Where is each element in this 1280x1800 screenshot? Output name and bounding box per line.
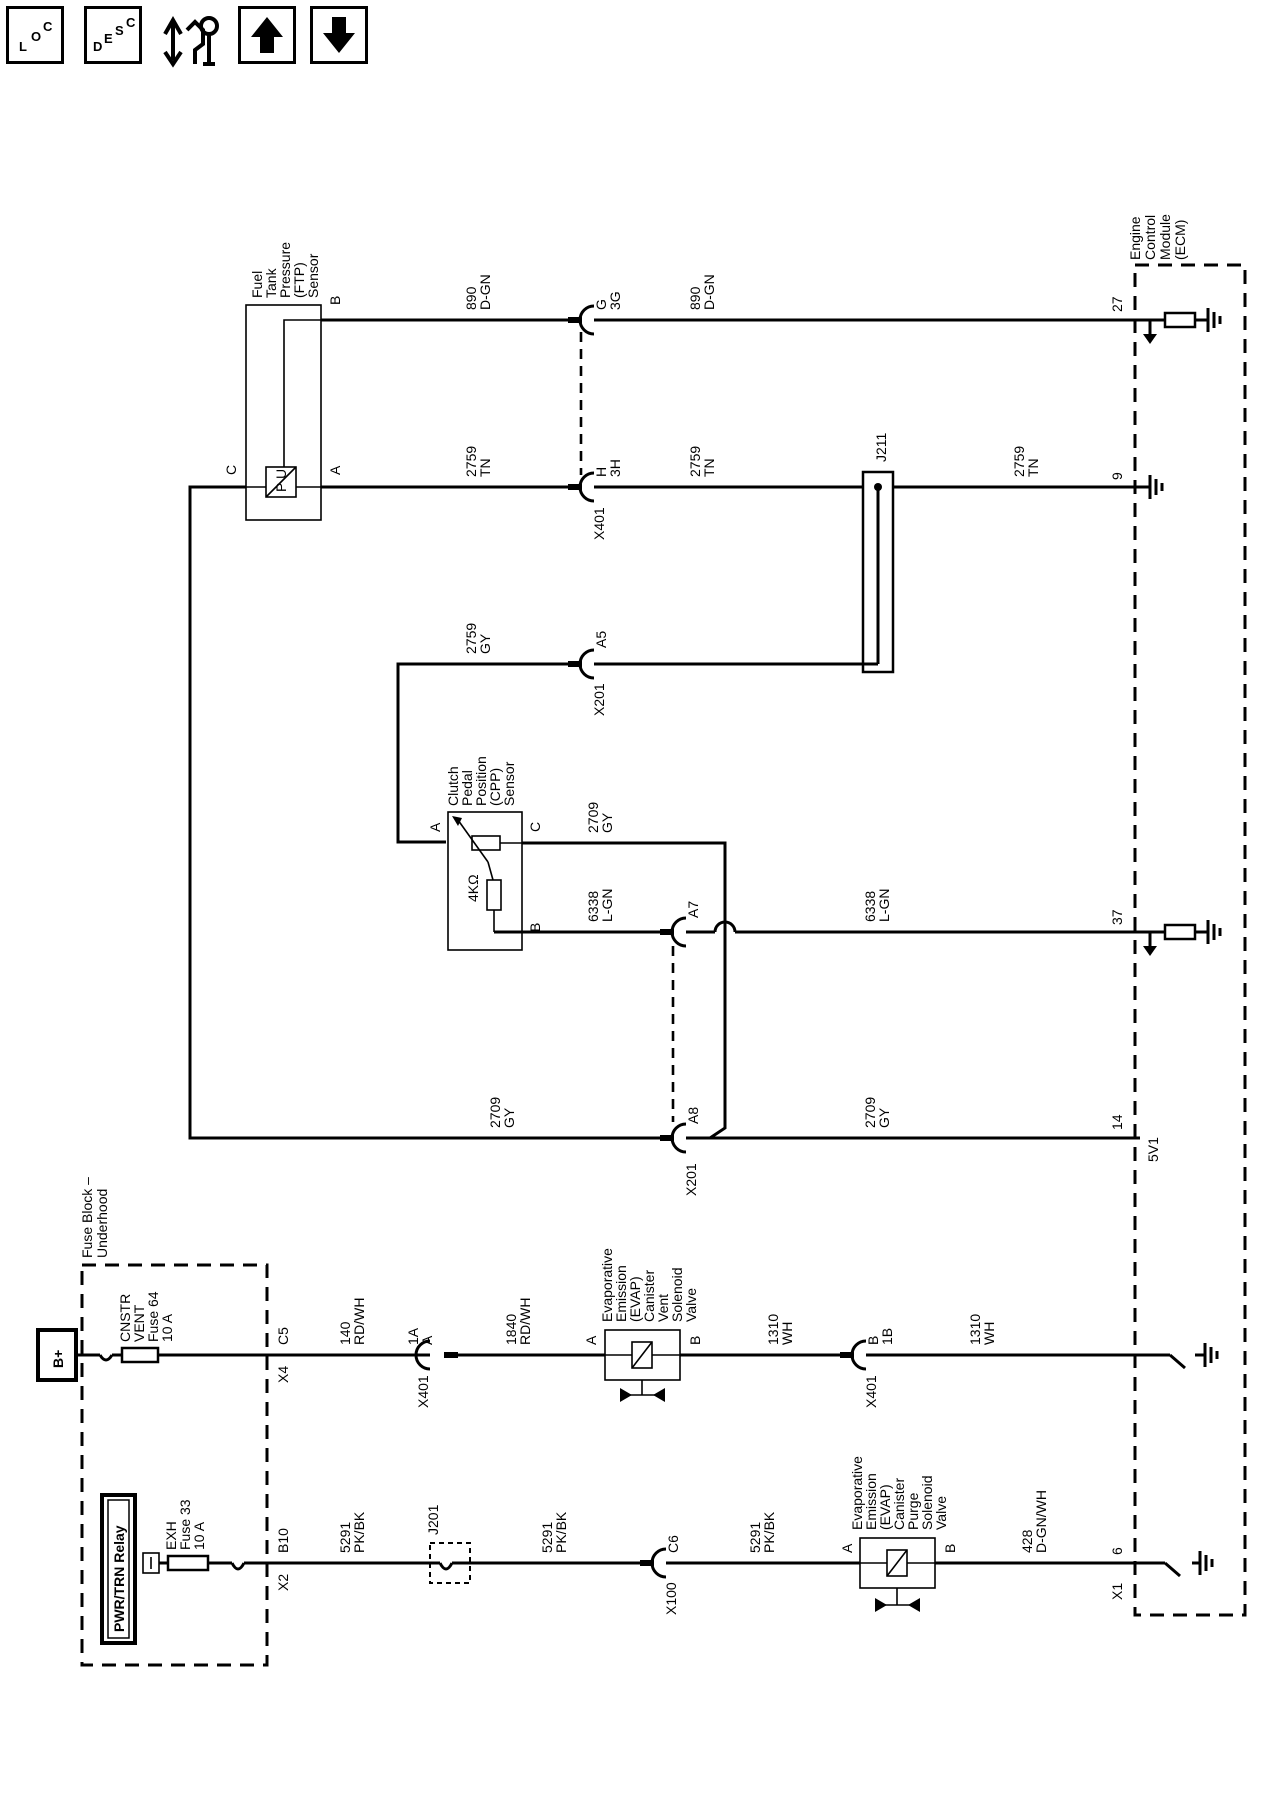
vent-pin-b: B: [687, 1336, 703, 1345]
cpp-resistor: [486, 879, 502, 911]
desc-letter-3: S: [115, 23, 124, 38]
fuse-block-x2: X2: [275, 1574, 291, 1591]
previous-page-button[interactable]: [238, 6, 296, 64]
vent-pin-a: A: [583, 1335, 599, 1345]
wire-2709-label-c: 2709GY: [862, 1097, 892, 1128]
wire-428-label: 428D-GN/WH: [1019, 1490, 1049, 1553]
wire-5291-label-c: 5291PK/BK: [747, 1511, 777, 1553]
purge-pin-b: B: [942, 1544, 958, 1553]
wire-6338-label-a: 6338L-GN: [585, 889, 615, 922]
connector-a5-label: A5: [593, 631, 609, 648]
wire-2709-label-a: 2709GY: [585, 802, 615, 833]
fuse-33-label: EXH Fuse 33 10 A: [163, 1496, 207, 1550]
ecm-label: Engine Control Module (ECM): [1127, 210, 1188, 260]
wire-1840-label: 1840RD/WH: [503, 1298, 533, 1345]
purge-solenoid-label: Evaporative Emission (EVAP) Canister Pur…: [849, 1452, 949, 1530]
wire-2759-label-c: 2759TN: [1011, 446, 1041, 477]
wire-6338-label-b: 6338L-GN: [862, 889, 892, 922]
connector-a8-label: A8: [685, 1107, 701, 1124]
connector-x201-bottom: X201: [683, 1163, 699, 1196]
loc-letter-2: O: [31, 29, 42, 44]
connector-c6-label: C6: [665, 1535, 681, 1553]
loc-letter-3: C: [43, 19, 53, 34]
battery-plus-label: B+: [50, 1350, 66, 1368]
ecm-pin-5v1: 5V1: [1145, 1137, 1161, 1162]
ecm-pin-37: 37: [1109, 909, 1125, 925]
location-button[interactable]: L O C: [6, 6, 64, 64]
loc-letter-1: L: [19, 39, 27, 54]
splice-j201-label: J201: [425, 1504, 441, 1535]
fuse-64: [120, 1346, 160, 1364]
nav-toolbar: L O C D E S C: [0, 0, 400, 80]
fuse-64-label: CNSTR VENT Fuse 64 10 A: [117, 1288, 175, 1342]
wire-2759-label-a: 2759TN: [463, 446, 493, 477]
wire-2759-gy-label: 2759GY: [463, 623, 493, 654]
cpp-pin-a: A: [427, 822, 443, 832]
wire-5291-label-a: 5291PK/BK: [337, 1511, 367, 1553]
fuse-33: [166, 1554, 210, 1572]
fuse-block-label: Fuse Block – Underhood: [79, 1173, 110, 1258]
desc-letter-4: C: [126, 15, 136, 30]
wire-5291-label-b: 5291PK/BK: [539, 1511, 569, 1553]
ftp-sensor-box: [245, 304, 322, 521]
fuse-block-outline: [80, 1263, 269, 1667]
ecm-pin-9: 9: [1109, 472, 1125, 480]
cpp-resistor-value: 4KΩ: [465, 874, 481, 902]
ftp-pin-a: A: [327, 465, 343, 475]
connector-x401-b: X401: [863, 1375, 879, 1408]
fuse-block-x4: X4: [275, 1366, 291, 1383]
cpp-pin-b: B: [527, 923, 543, 932]
next-page-button[interactable]: [310, 6, 368, 64]
purge-pin-a: A: [839, 1543, 855, 1553]
wire-2759-label-b: 2759TN: [687, 446, 717, 477]
cpp-potentiometer: [471, 835, 501, 851]
pwr-trn-relay-label: PWR/TRN Relay: [111, 1525, 127, 1632]
fuse-block-c5: C5: [275, 1327, 291, 1345]
ecm-pin-6: 6: [1109, 1547, 1125, 1555]
splice-j211-label: J211: [873, 432, 889, 462]
ecm-pin-27: 27: [1109, 296, 1125, 312]
ftp-sensor-label: Fuel Tank Pressure (FTP) Sensor: [249, 238, 321, 298]
wire-1310-label-b: 1310WH: [967, 1314, 997, 1345]
connector-x401-a: X401: [415, 1375, 431, 1408]
ecm-connector-x1: X1: [1109, 1583, 1125, 1600]
connector-h-label: H3H: [593, 459, 623, 477]
description-button[interactable]: D E S C: [84, 6, 142, 64]
cpp-sensor-label: Clutch Pedal Position (CPP) Sensor: [445, 752, 517, 806]
connector-x401-top: X401: [591, 507, 607, 540]
connector-x201-top: X201: [591, 683, 607, 716]
connector-wrench-icon[interactable]: [155, 4, 225, 70]
connector-1a-label: 1AA: [405, 1327, 435, 1345]
cpp-pin-c: C: [527, 822, 543, 832]
wire-890-label-a: 890D-GN: [463, 274, 493, 310]
wire-2709-label-b: 2709GY: [487, 1097, 517, 1128]
wire-140-label: 140RD/WH: [337, 1298, 367, 1345]
arrow-up-icon: [251, 17, 283, 53]
arrow-down-icon: [323, 17, 355, 53]
fuse-block-b10: B10: [275, 1528, 291, 1553]
desc-letter-2: E: [104, 31, 113, 46]
connector-g-label: G3G: [593, 291, 623, 310]
wire-1310-label-a: 1310WH: [765, 1314, 795, 1345]
vent-solenoid-label: Evaporative Emission (EVAP) Canister Ven…: [599, 1244, 699, 1322]
desc-letter-1: D: [93, 39, 103, 54]
connector-1b-label: B1B: [865, 1328, 895, 1345]
wire-890-label-b: 890D-GN: [687, 274, 717, 310]
ftp-transducer: [265, 466, 297, 498]
connector-a7-label: A7: [685, 901, 701, 918]
ecm-outline: [1133, 263, 1247, 1617]
ftp-pin-b: B: [327, 296, 343, 305]
ftp-pin-c: C: [223, 465, 239, 475]
cpp-sensor-box: [447, 811, 523, 951]
ftp-pu-label: P U: [273, 469, 289, 492]
connector-x100: X100: [663, 1582, 679, 1615]
ecm-pin-14: 14: [1109, 1114, 1125, 1130]
